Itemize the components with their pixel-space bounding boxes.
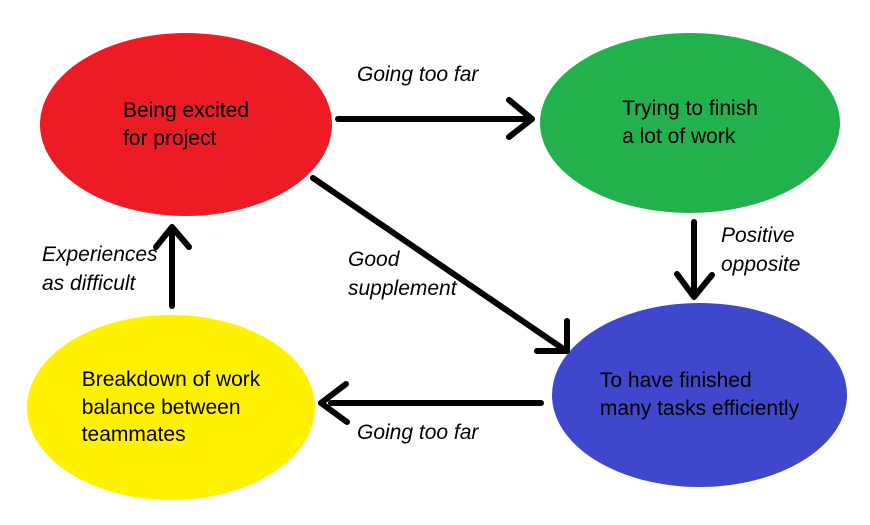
arrow-breakdown-to-excited	[153, 224, 192, 309]
node-breakdown-balance-label: Breakdown of work balance between teamma…	[81, 367, 261, 447]
node-trying-to-finish: Trying to finish a lot of work	[540, 33, 840, 213]
node-breakdown-balance: Breakdown of work balance between teamma…	[27, 315, 315, 500]
arrow-trying-to-finished	[674, 219, 715, 300]
edge-label-positive-opposite: Positive opposite	[721, 224, 801, 277]
node-trying-to-finish-label: Trying to finish a lot of work	[622, 97, 758, 148]
node-finished-tasks-label: To have finished many tasks efficiently	[599, 369, 800, 420]
arrow-excited-to-finished	[310, 175, 570, 354]
node-being-excited-label: Being excited for project	[122, 98, 250, 150]
arrow-finished-to-breakdown	[318, 381, 544, 425]
node-being-excited: Being excited for project	[40, 33, 332, 216]
edge-label-good-supplement: Good supplement	[348, 248, 457, 301]
edge-label-experiences-as-difficult: Experiences as difficult	[42, 243, 158, 296]
edge-label-going-too-far-top: Going too far	[357, 63, 479, 86]
arrow-excited-to-trying	[335, 97, 535, 140]
node-finished-tasks: To have finished many tasks efficiently	[552, 303, 847, 487]
arrow-group	[153, 97, 715, 425]
edge-label-going-too-far-bottom: Going too far	[357, 421, 479, 444]
